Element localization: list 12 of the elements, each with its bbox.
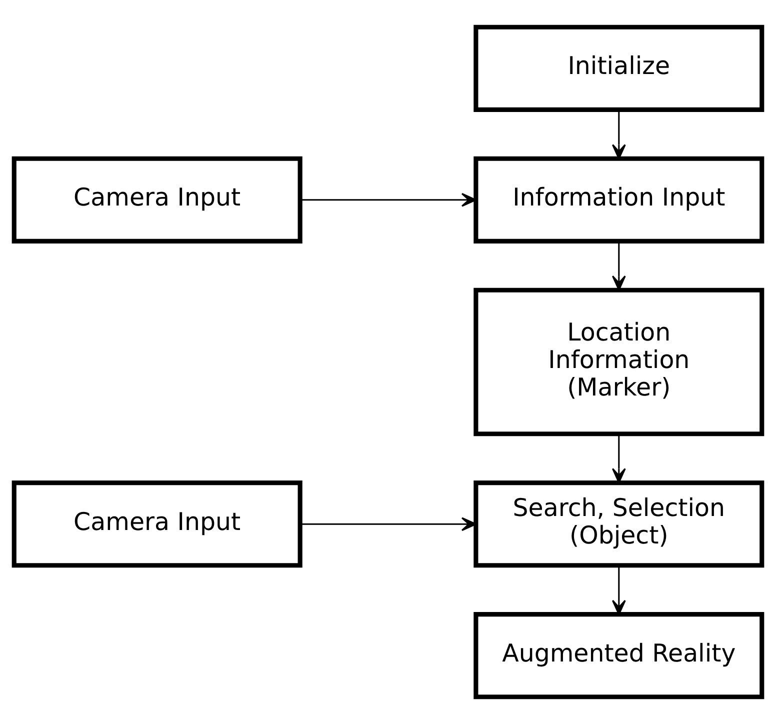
node-box: Search, Selection (Object) [474,480,764,568]
arrow [612,241,626,291]
node-box: Information Input [474,156,764,244]
arrow [300,192,477,207]
node-box: Location Information (Marker) [474,288,764,436]
node-box: Camera Input [12,480,302,568]
arrow [300,517,477,532]
arrow [612,110,626,160]
node-box: Initialize [474,24,764,112]
arrow [612,434,626,484]
node-box: Augmented Reality [474,612,764,700]
node-box: Camera Input [12,156,302,244]
